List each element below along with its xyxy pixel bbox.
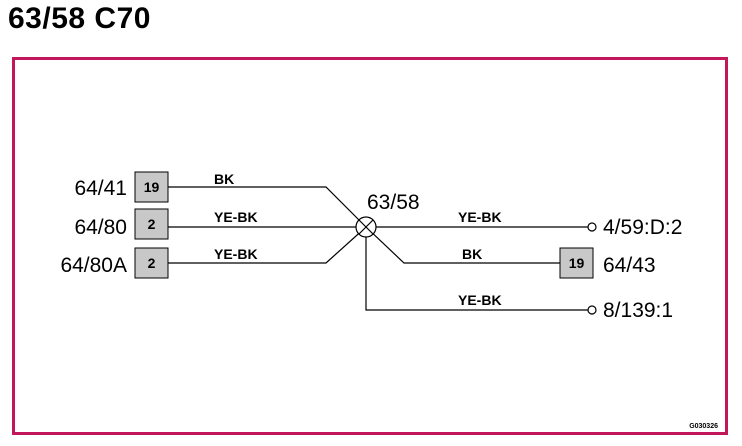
terminal-right-1 — [587, 222, 597, 232]
pin-label-right-2: 19 — [569, 255, 585, 271]
component-label-left-3: 64/80A — [60, 254, 127, 277]
figure-code: G030326 — [689, 423, 718, 430]
splice-label: 63/58 — [367, 191, 420, 214]
wire-color-right-3: YE-BK — [458, 292, 502, 308]
wire-color-right-1: YE-BK — [458, 209, 502, 225]
component-label-right-2: 64/43 — [603, 254, 656, 277]
wire-line-right-3 — [365, 237, 588, 311]
component-label-left-1: 64/41 — [74, 177, 127, 200]
pin-box-left-3 — [134, 247, 169, 279]
terminal-right-3 — [587, 305, 597, 315]
wire-color-left-2: YE-BK — [214, 209, 258, 225]
component-label-left-2: 64/80 — [74, 216, 127, 239]
pin-box-left-1 — [134, 171, 169, 203]
pin-label-left-1: 19 — [144, 179, 160, 195]
wire-color-right-2: BK — [462, 246, 482, 262]
pin-label-left-2: 2 — [148, 216, 156, 232]
component-label-right-1: 4/59:D:2 — [603, 216, 682, 239]
wire-color-left-1: BK — [214, 171, 234, 187]
splice-symbol — [355, 216, 377, 238]
wire-line-left-3 — [168, 226, 367, 264]
wire-line-right-2 — [365, 226, 560, 264]
component-label-right-3: 8/139:1 — [603, 299, 673, 322]
wire-line-left-1 — [168, 186, 367, 228]
wire-color-left-3: YE-BK — [214, 246, 258, 262]
diagram-frame — [12, 57, 728, 435]
diagram-title: 63/58 C70 — [8, 2, 151, 35]
pin-box-left-2 — [134, 208, 169, 240]
pin-label-left-3: 2 — [148, 255, 156, 271]
pin-box-right-2 — [559, 247, 594, 279]
